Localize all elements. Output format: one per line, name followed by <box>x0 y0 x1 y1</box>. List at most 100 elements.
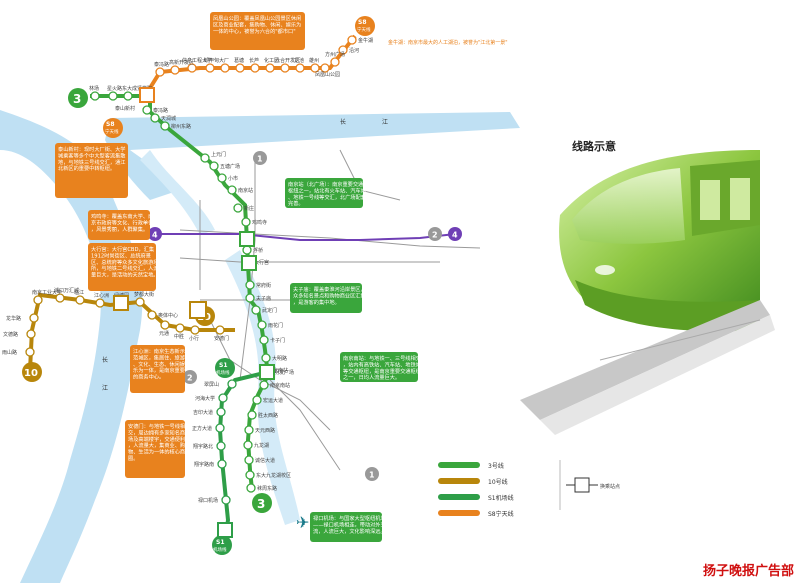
line3-station-label: 大行宫 <box>254 259 269 266</box>
s1-station-label: 禄口机场 <box>198 497 218 504</box>
line3-station-dot <box>150 113 160 123</box>
watermark: 扬子晚报广告部 <box>702 564 794 579</box>
line-s8-badge-left-sub: 宁天线 <box>105 128 119 135</box>
line3-station-label: 雨花门 <box>268 322 283 329</box>
line3-station-dot <box>242 245 252 255</box>
line3-station-label: 上元门 <box>211 151 226 158</box>
s8-station-label: 大厂 <box>219 57 229 64</box>
s1-station-dot <box>217 459 227 469</box>
river-label-jiang-left: 江 <box>102 385 108 392</box>
s1-station-label: 南京南站 <box>268 367 288 374</box>
line10-station-label: 江心洲 <box>94 292 109 299</box>
line10-station-label: 临江 <box>74 289 84 296</box>
line3-station-dot <box>241 217 251 227</box>
line3-station-label: 浮桥 <box>253 247 263 254</box>
s8-station-label: 六合开发区 <box>275 57 300 64</box>
line3-station-dot <box>259 335 269 345</box>
bubble-taishan-text: 泰山新村：现时大厂街、大学城乘客等多个中大型客流集散地，与地铁三号线交汇，通江北… <box>58 145 126 172</box>
line3-station-dot <box>123 91 133 101</box>
line3-station-dot <box>233 203 243 213</box>
bubble-fuzimiao-text: 夫子庙：覆盖秦淮河沿岸景区，众多知名景点和购物商业区汇集，是游客的集中地。 <box>293 285 366 306</box>
s1-station-label: 正方大道 <box>192 425 212 432</box>
line10-station-dot <box>135 297 145 307</box>
s8-station-dot <box>330 57 340 67</box>
s8-station-label: 高新开发区 <box>169 59 194 66</box>
line-10-badge-label: 10 <box>24 368 38 379</box>
line3-station-label: 小市 <box>228 175 238 182</box>
bubble-jinniu-text: 金牛湖：南京市最大的人工湖泊，被誉为"江北第一景" <box>388 39 508 46</box>
line3-station-dot <box>245 470 255 480</box>
line-4-badge <box>148 227 162 241</box>
line-4-badge-right <box>448 227 462 241</box>
station-labels: 林场星火路东大成贤学院泰冯路天润城柳州东路上元门五塘广场小市南京站新庄鸡鸣寺浮桥… <box>2 37 373 504</box>
line10-station-label: 浦口万汇城 <box>54 287 79 294</box>
line-s8-badge-left-label: S8 <box>106 121 115 128</box>
s8-station-label: 卸甲甸 <box>204 57 219 64</box>
line10-station-label: 奥体中心 <box>158 312 178 319</box>
line3-station-dot <box>209 161 219 171</box>
s8-station-dot <box>320 63 330 73</box>
line3-station-label: 胜太西路 <box>258 412 278 419</box>
s8-station-label: 信息工程大学 <box>182 57 212 64</box>
line3-station-dot <box>243 440 253 450</box>
bubble-lukou <box>310 512 382 542</box>
s8-station-dot <box>295 63 305 73</box>
s1-station-dot <box>218 393 228 403</box>
s8-station-label: 雄州 <box>309 57 319 64</box>
line10-station-dot <box>95 298 105 308</box>
line-4-path <box>155 233 456 241</box>
line10-station-label: 文德路 <box>3 331 18 338</box>
legend-line3: 3号线 <box>488 462 504 470</box>
line-1-badge <box>253 151 267 165</box>
line10-station-dot <box>26 329 36 339</box>
s8-station-dot <box>235 63 245 73</box>
line10-station-dot <box>215 325 225 335</box>
line-s8-badge-label: S8 <box>358 19 367 26</box>
line10-station-dot <box>25 347 35 357</box>
line10-station-label: 梦都大街 <box>134 291 154 298</box>
line-2-badge-left-label: 2 <box>187 374 193 383</box>
info-bubbles: 凤凰山公园：覆盖凤凰山公园景区休闲区及商业配套，集购物、休闲、娱乐为一体的中心，… <box>55 12 508 542</box>
line10-station-dot <box>55 293 65 303</box>
line3-station-dot <box>259 380 269 390</box>
line3-station-label: 东大九龙湖校区 <box>256 472 291 479</box>
line3-station-label: 秣周东路 <box>257 485 277 492</box>
page-title: 线路示意 <box>572 139 616 153</box>
bubble-jiangxinzhou <box>130 345 185 393</box>
s8-station-dot <box>205 63 215 73</box>
line-s8-badge-sub: 宁天线 <box>357 26 371 33</box>
s8-station-dot <box>338 45 348 55</box>
line3-station-label: 武定门 <box>262 307 277 314</box>
line10-station-label: 龙华路 <box>6 315 21 322</box>
s8-station-label: 泰山新村 <box>115 105 135 112</box>
line3-station-dot <box>245 293 255 303</box>
s1-station-label: 吉印大道 <box>193 409 213 416</box>
line3-station-dot <box>227 185 237 195</box>
line-s1-badge-bottom-sub: 机场线 <box>213 546 227 553</box>
river-label-jiang: 江 <box>382 119 388 126</box>
line3-station-label: 南京南站 <box>270 382 290 389</box>
line10-station-label: 中胜 <box>174 333 184 340</box>
line-1-badge-bottom-label: 1 <box>369 471 375 480</box>
s8-station-dot <box>155 67 165 77</box>
train-illustration <box>520 150 775 435</box>
line10-station-dot <box>33 295 43 305</box>
legend-s8: S8宁天线 <box>488 510 514 518</box>
line3-station-label: 柳州东路 <box>171 123 191 130</box>
s8-station-label: 化工园 <box>264 57 279 64</box>
transfer-legend: 换乘站点 <box>559 460 620 510</box>
line3-station-label: 五塘广场 <box>220 163 240 170</box>
line3-station-label: 九龙湖 <box>254 442 269 449</box>
bubble-taishan <box>55 143 128 198</box>
bubble-fengshan <box>210 12 305 50</box>
line10-station-dot <box>75 295 85 305</box>
line3-station-dot <box>261 353 271 363</box>
line3-station-dot <box>247 410 257 420</box>
s8-station-label: 金牛湖 <box>358 37 373 44</box>
s8-station-dot <box>280 63 290 73</box>
bubble-daxinggong <box>88 243 156 291</box>
line3-station-label: 诚信大道 <box>255 457 275 464</box>
line3-station-dot <box>246 483 256 493</box>
